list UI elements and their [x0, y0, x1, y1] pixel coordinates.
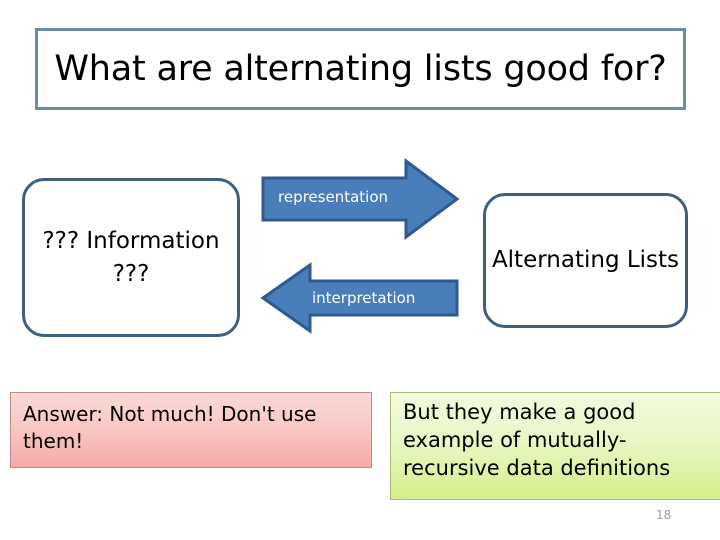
right-block-arrow-icon — [261, 158, 460, 240]
information-box-label: ??? Information ??? — [42, 227, 220, 287]
representation-arrow: representation — [260, 158, 460, 240]
slide-number: 18 — [656, 508, 672, 522]
slide-title-box: What are alternating lists good for? — [35, 28, 686, 110]
note-callout-text: But they make a good example of mutually… — [403, 400, 671, 480]
answer-callout: Answer: Not much! Don't use them! — [10, 392, 372, 468]
alternating-lists-box: Alternating Lists — [483, 193, 688, 328]
page-title: What are alternating lists good for? — [54, 48, 667, 89]
interpretation-arrow-label: interpretation — [312, 289, 416, 307]
representation-arrow-label: representation — [278, 188, 389, 206]
information-box: ??? Information ??? — [22, 178, 240, 337]
interpretation-arrow: interpretation — [260, 262, 460, 334]
left-block-arrow-icon — [260, 262, 459, 334]
answer-callout-text: Answer: Not much! Don't use them! — [23, 402, 317, 453]
note-callout: But they make a good example of mutually… — [390, 392, 720, 500]
alternating-lists-box-label: Alternating Lists — [491, 246, 680, 273]
